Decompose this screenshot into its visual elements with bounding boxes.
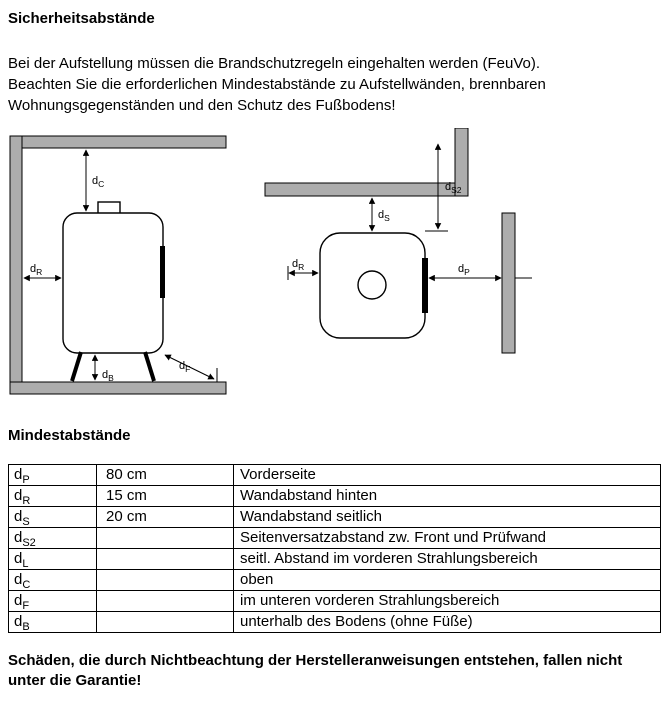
description-cell: unterhalb des Bodens (ohne Füße) [233, 611, 661, 633]
symbol-cell: dR [8, 485, 97, 507]
description-cell: im unteren vorderen Strahlungsbereich [233, 590, 661, 612]
label-dc: dC [92, 175, 104, 189]
table-row: dL seitl. Abstand im vorderen Strahlungs… [8, 548, 661, 570]
label-dp: dP [458, 263, 470, 277]
top-view-diagram: dS dS2 dR dP [264, 128, 532, 354]
symbol-cell: dF [8, 590, 97, 612]
label-dr-front: dR [30, 263, 42, 277]
stove-leg-left [70, 351, 83, 382]
stove-leg-right [143, 351, 156, 382]
label-db: dB [102, 369, 114, 383]
label-dr-top: dR [292, 258, 304, 272]
symbol-cell: dS2 [8, 527, 97, 549]
safety-distance-diagram: dC dR dB dF dS dS2 dR dP [9, 128, 532, 395]
intro-line-2: Beachten Sie die erforderlichen Mindesta… [8, 76, 546, 114]
value-cell [96, 527, 234, 549]
label-ds: dS [378, 209, 390, 223]
stove-door-hinge [160, 246, 165, 298]
value-cell [96, 548, 234, 570]
stove-body-front [62, 212, 164, 354]
description-cell: Wandabstand seitlich [233, 506, 661, 528]
value-cell [96, 590, 234, 612]
description-cell: Seitenversatzabstand zw. Front und Prüfw… [233, 527, 661, 549]
symbol-cell: dP [8, 464, 97, 486]
description-cell: oben [233, 569, 661, 591]
value-cell: 20 cm [96, 506, 234, 528]
table-row: dC oben [8, 569, 661, 591]
value-cell: 80 cm [96, 464, 234, 486]
section-heading-mindestabstaende: Mindestabstände [8, 427, 131, 444]
rear-wall [9, 135, 23, 395]
description-cell: Vorderseite [233, 464, 661, 486]
table-row: dR 15 cm Wandabstand hinten [8, 485, 661, 507]
label-ds2: dS2 [445, 181, 462, 195]
df-arrow [164, 354, 215, 380]
offset-wall [454, 128, 469, 197]
stove-front-door [422, 258, 428, 313]
table-row: dB unterhalb des Bodens (ohne Füße) [8, 611, 661, 633]
warranty-warning: Schäden, die durch Nichtbeachtung der He… [8, 652, 623, 690]
description-cell: seitl. Abstand im vorderen Strahlungsber… [233, 548, 661, 570]
value-cell [96, 569, 234, 591]
minimum-distances-table: dP 80 cm Vorderseite dR 15 cm Wandabstan… [8, 464, 661, 633]
flue-stub [97, 201, 121, 215]
ceiling-wall [9, 135, 227, 149]
floor [9, 381, 227, 395]
side-wall-top-view [264, 182, 456, 197]
symbol-cell: dB [8, 611, 97, 633]
symbol-cell: dS [8, 506, 97, 528]
table-row: dF im unteren vorderen Strahlungsbereich [8, 590, 661, 612]
description-cell: Wandabstand hinten [233, 485, 661, 507]
front-view-diagram: dC dR dB dF [9, 135, 227, 395]
intro-paragraph: Bei der Aufstellung müssen die Brandschu… [8, 53, 661, 116]
symbol-cell: dL [8, 548, 97, 570]
symbol-cell: dC [8, 569, 97, 591]
flue-outlet [357, 270, 387, 300]
table-row: dP 80 cm Vorderseite [8, 464, 661, 486]
intro-line-1: Bei der Aufstellung müssen die Brandschu… [8, 55, 540, 72]
label-df: dF [179, 360, 190, 374]
value-cell [96, 611, 234, 633]
page-title: Sicherheitsabstände [8, 10, 155, 27]
table-row: dS 20 cm Wandabstand seitlich [8, 506, 661, 528]
table-row: dS2 Seitenversatzabstand zw. Front und P… [8, 527, 661, 549]
test-wall [501, 212, 516, 354]
value-cell: 15 cm [96, 485, 234, 507]
